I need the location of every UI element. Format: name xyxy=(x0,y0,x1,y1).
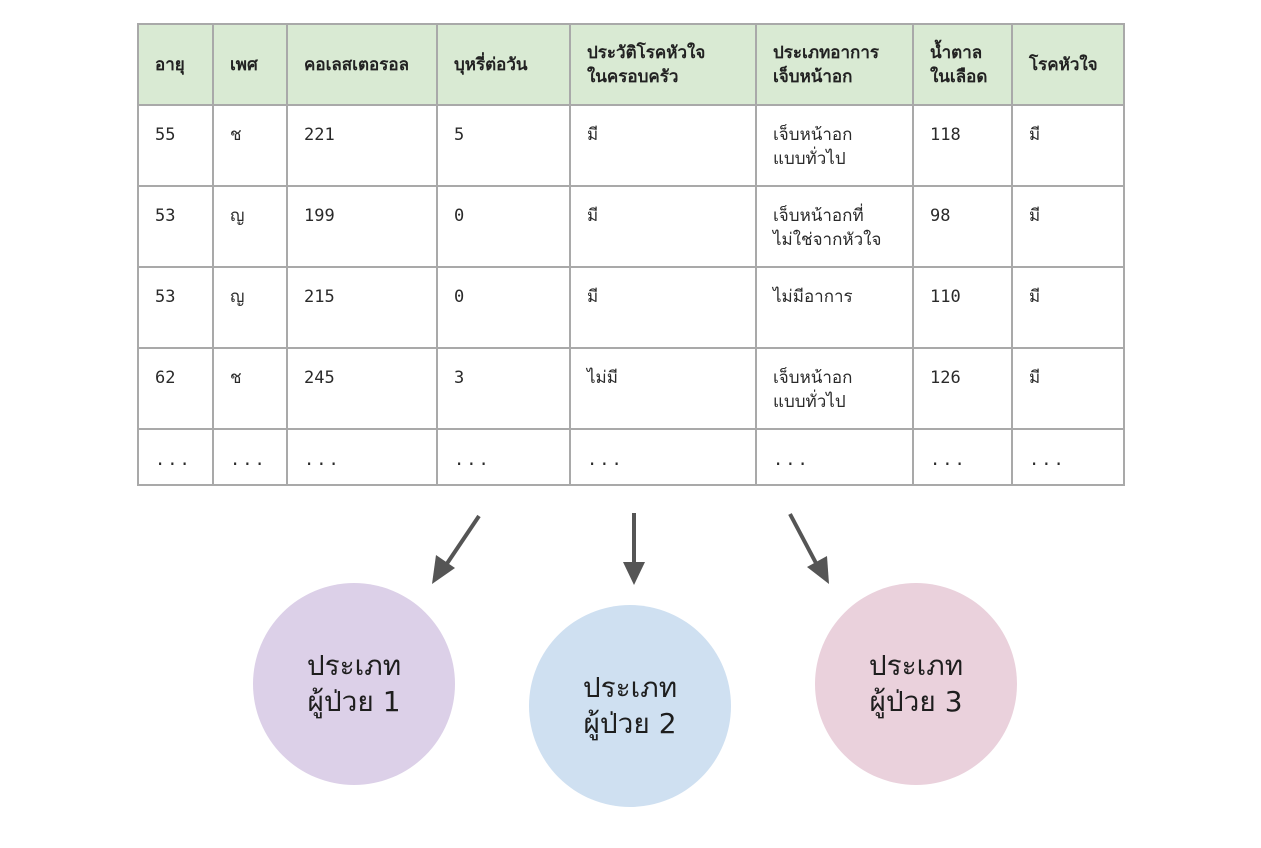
table-cell: 110 xyxy=(912,266,1013,349)
table-row: 55 ช 221 5 มี เจ็บหน้าอก แบบทั่วไป 118 ม… xyxy=(137,104,1125,187)
table-cell: ... xyxy=(755,428,914,486)
patient-type-1-circle: ประเภท ผู้ป่วย 1 xyxy=(253,583,455,785)
table-cell: มี xyxy=(569,266,757,349)
patient-type-3-label: ประเภท ผู้ป่วย 3 xyxy=(868,649,964,718)
table-cell: ไม่มีอาการ xyxy=(755,266,914,349)
table-cell: 3 xyxy=(436,347,571,430)
table-cell: 215 xyxy=(286,266,438,349)
table-cell: ไม่มี xyxy=(569,347,757,430)
table-cell: 245 xyxy=(286,347,438,430)
table-cell: ช xyxy=(212,104,288,187)
table-cell: มี xyxy=(569,104,757,187)
table-cell: ญ xyxy=(212,185,288,268)
table-row: 62 ช 245 3 ไม่มี เจ็บหน้าอก แบบทั่วไป 12… xyxy=(137,347,1125,430)
arrow-to-cluster-2 xyxy=(623,513,645,585)
table-cell: ... xyxy=(569,428,757,486)
header-chest-pain-type: ประเภทอาการ เจ็บหน้าอก xyxy=(755,23,914,106)
table-cell: 53 xyxy=(137,185,214,268)
table-cell: เจ็บหน้าอก แบบทั่วไป xyxy=(755,104,914,187)
table-cell: 5 xyxy=(436,104,571,187)
table-cell: 62 xyxy=(137,347,214,430)
table-cell: มี xyxy=(569,185,757,268)
table-cell: ... xyxy=(286,428,438,486)
table-cell: ... xyxy=(1011,428,1125,486)
patient-type-2-circle: ประเภท ผู้ป่วย 2 xyxy=(529,605,731,807)
patient-type-2-label: ประเภท ผู้ป่วย 2 xyxy=(582,671,678,740)
table-row-ellipsis: ... ... ... ... ... ... ... ... xyxy=(137,428,1125,486)
arrow-to-cluster-1 xyxy=(432,514,481,584)
table-cell: ... xyxy=(912,428,1013,486)
table-cell: 199 xyxy=(286,185,438,268)
header-age: อายุ xyxy=(137,23,214,106)
header-cigarettes-per-day: บุหรี่ต่อวัน xyxy=(436,23,571,106)
header-cholesterol: คอเลสเตอรอล xyxy=(286,23,438,106)
table-row: 53 ญ 215 0 มี ไม่มีอาการ 110 มี xyxy=(137,266,1125,349)
table-cell: มี xyxy=(1011,104,1125,187)
table-cell: ... xyxy=(137,428,214,486)
table-cell: 126 xyxy=(912,347,1013,430)
header-family-history: ประวัติโรคหัวใจ ในครอบครัว xyxy=(569,23,757,106)
table-header-row: อายุ เพศ คอเลสเตอรอล บุหรี่ต่อวัน ประวัต… xyxy=(137,23,1125,106)
arrow-to-cluster-3 xyxy=(788,513,829,584)
table-cell: 118 xyxy=(912,104,1013,187)
table-cell: เจ็บหน้าอก แบบทั่วไป xyxy=(755,347,914,430)
header-heart-disease: โรคหัวใจ xyxy=(1011,23,1125,106)
table-cell: ช xyxy=(212,347,288,430)
header-sex: เพศ xyxy=(212,23,288,106)
table-cell: ... xyxy=(436,428,571,486)
table-cell: ญ xyxy=(212,266,288,349)
table-row: 53 ญ 199 0 มี เจ็บหน้าอกที่ ไม่ใช่จากหัว… xyxy=(137,185,1125,268)
table-cell: 0 xyxy=(436,185,571,268)
patient-type-1-label: ประเภท ผู้ป่วย 1 xyxy=(306,649,402,718)
patient-type-3-circle: ประเภท ผู้ป่วย 3 xyxy=(815,583,1017,785)
table-cell: 53 xyxy=(137,266,214,349)
table-cell: 221 xyxy=(286,104,438,187)
table-cell: มี xyxy=(1011,185,1125,268)
table-cell: 98 xyxy=(912,185,1013,268)
table-cell: มี xyxy=(1011,347,1125,430)
table-cell: 0 xyxy=(436,266,571,349)
table-cell: 55 xyxy=(137,104,214,187)
table-cell: มี xyxy=(1011,266,1125,349)
table-cell: เจ็บหน้าอกที่ ไม่ใช่จากหัวใจ xyxy=(755,185,914,268)
table-cell: ... xyxy=(212,428,288,486)
header-blood-sugar: น้ำตาล ในเลือด xyxy=(912,23,1013,106)
patient-data-table: อายุ เพศ คอเลสเตอรอล บุหรี่ต่อวัน ประวัต… xyxy=(137,23,1125,486)
